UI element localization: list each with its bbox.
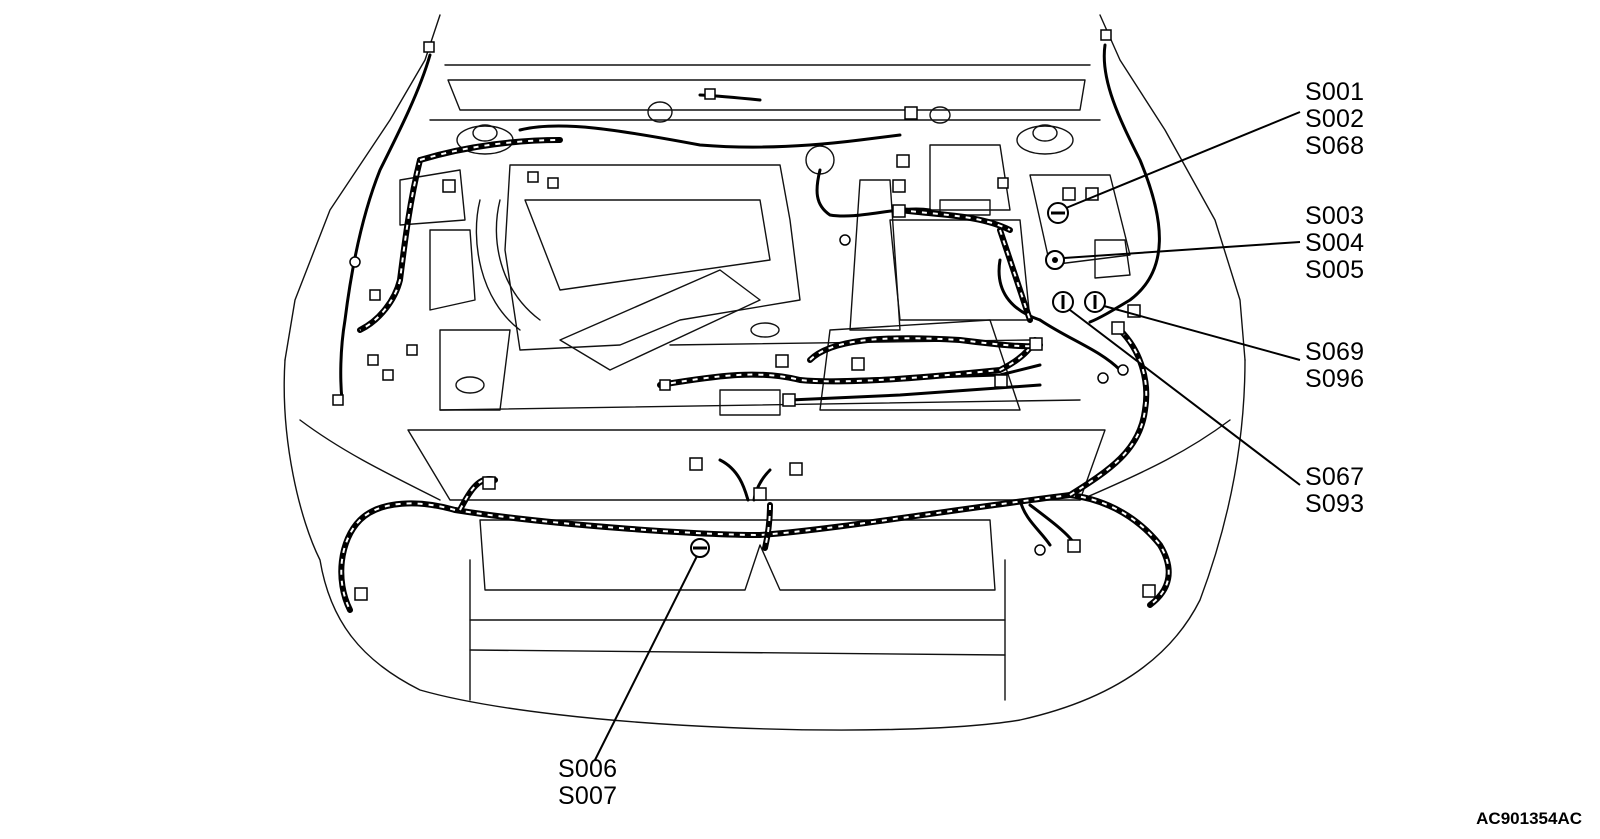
callout-label: S006: [558, 755, 618, 783]
engine-components: [399, 101, 1131, 416]
figure-id: AC901354AC: [1476, 809, 1582, 828]
callout-label: S067: [1305, 463, 1365, 491]
callout-group-s001-s002-s068: S001 S002 S068: [1305, 79, 1364, 160]
callout-group-s003-s004-s005: S003 S004 S005: [1305, 203, 1364, 284]
callout-group-s069-s096: S069 S096: [1305, 339, 1364, 393]
callout-label: S096: [1305, 365, 1365, 393]
splice-markers: [690, 202, 1106, 558]
hood-outline: [284, 14, 1246, 361]
callout-group-s006-s007: S006 S007: [558, 756, 617, 810]
callout-label: S003: [1305, 202, 1365, 230]
callout-label: S004: [1305, 229, 1365, 257]
car-body: [283, 359, 1246, 731]
callout-label: S069: [1305, 338, 1365, 366]
connectors: [332, 29, 1156, 601]
callout-label: S093: [1305, 490, 1365, 518]
callout-label: S068: [1305, 132, 1365, 160]
callout-label: S005: [1305, 256, 1365, 284]
leader-lines: [594, 111, 1301, 761]
callout-label: S007: [558, 782, 618, 810]
callout-group-s067-s093: S067 S093: [1305, 464, 1364, 518]
callout-label: S002: [1305, 105, 1365, 133]
dashed-harnesses: [338, 137, 1172, 613]
callout-label: S001: [1305, 78, 1365, 106]
